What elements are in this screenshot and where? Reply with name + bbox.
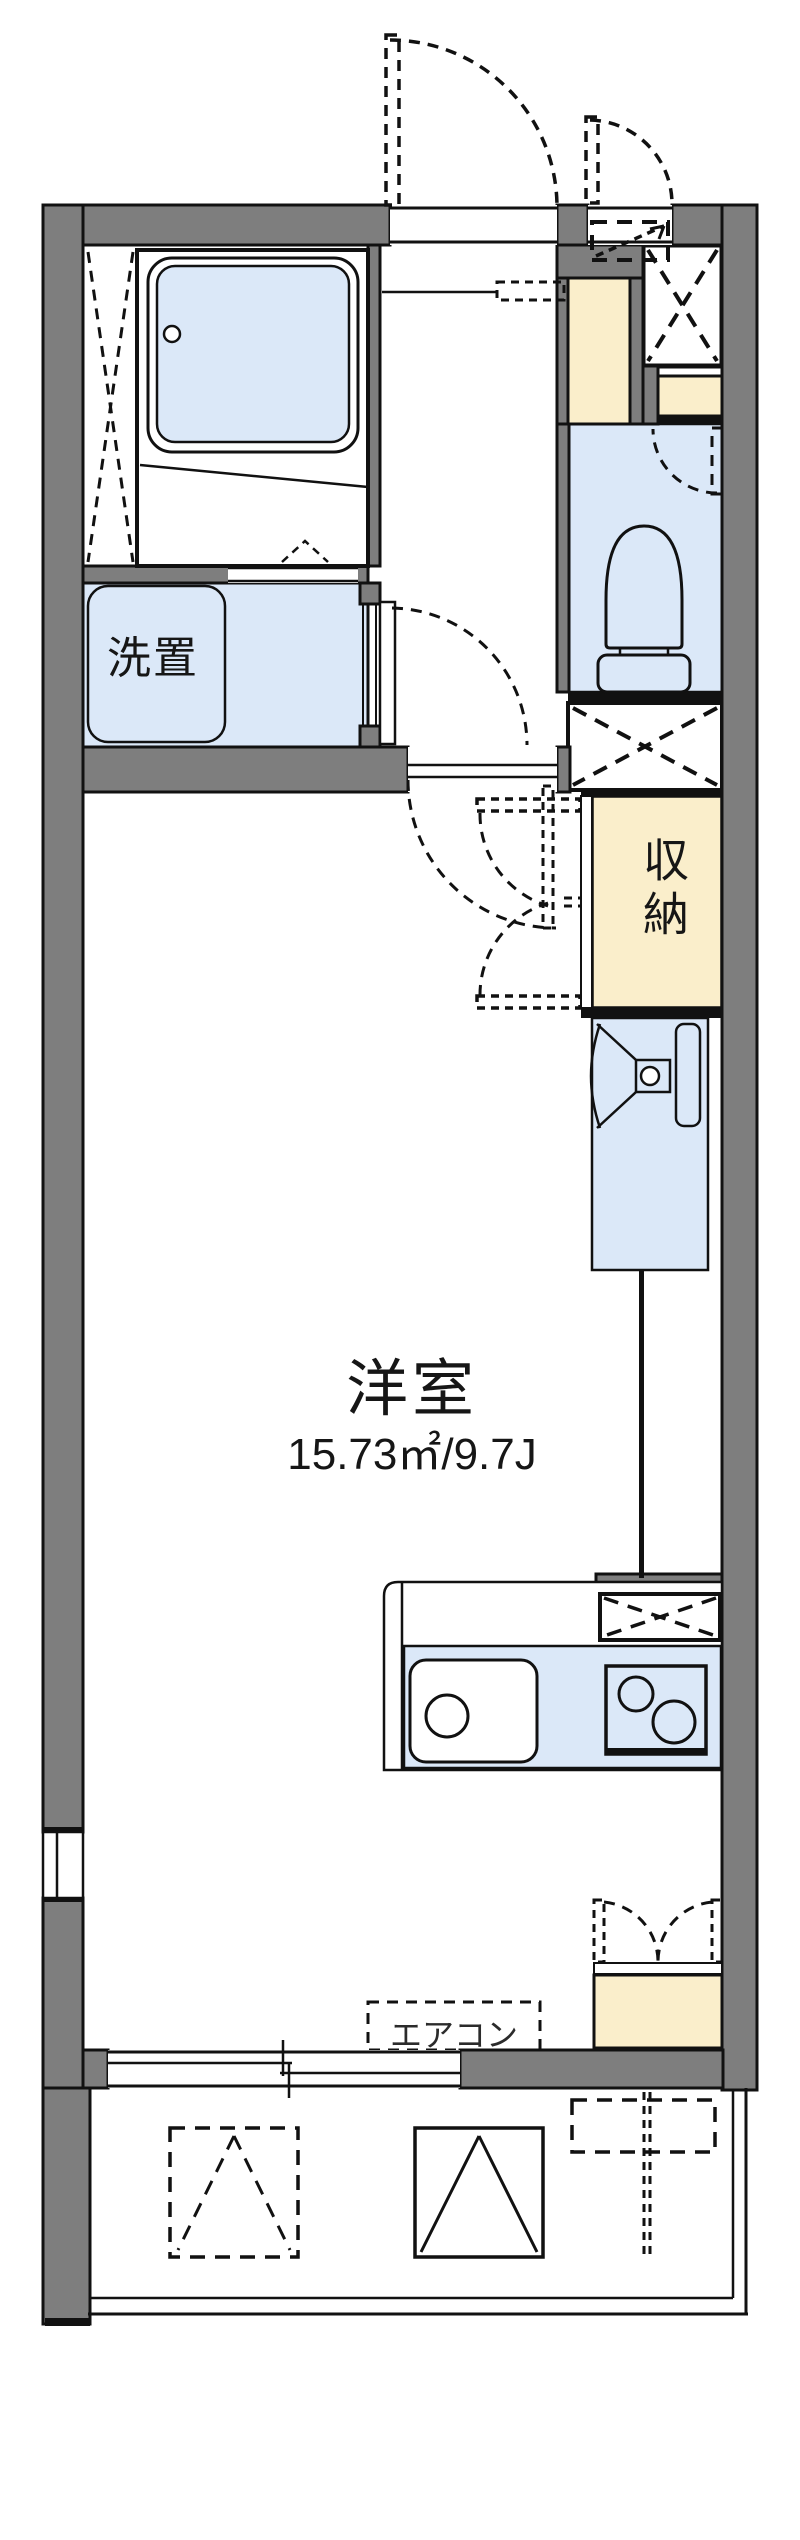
bathtub-drain-icon bbox=[162, 324, 182, 344]
washroom-door-leaf bbox=[378, 600, 397, 746]
main-window bbox=[108, 2040, 460, 2098]
storage-label: 収納 bbox=[637, 836, 689, 944]
main-room-area: 15.73㎡/9.7J bbox=[287, 1430, 537, 1479]
partition-board-icon bbox=[570, 2098, 717, 2154]
porch-door-leaf bbox=[584, 115, 600, 205]
hatch-below-icon bbox=[168, 2126, 300, 2259]
bath-door-peak-icon bbox=[281, 539, 329, 563]
entrance-opening bbox=[390, 205, 557, 245]
porch-door-swing bbox=[589, 118, 674, 205]
meter-box bbox=[590, 220, 670, 262]
main-room-label: 洋室 bbox=[345, 1355, 478, 1424]
laundry-label: 洗置 bbox=[107, 634, 199, 683]
aircon-label: エアコン bbox=[389, 2017, 518, 2053]
closet-doors bbox=[475, 784, 582, 1010]
shoe-cabinet bbox=[566, 276, 632, 426]
basin-bowl-icon bbox=[634, 1058, 672, 1094]
washbasin bbox=[589, 1022, 702, 1129]
washbasin-unit bbox=[590, 1016, 710, 1272]
escape-hatch-icon bbox=[413, 2126, 545, 2259]
openings bbox=[41, 205, 723, 1975]
closet-opening-frame bbox=[580, 795, 593, 1009]
entrance-door-leaf bbox=[384, 33, 401, 207]
entrance-step-box bbox=[495, 280, 566, 302]
heater-doors bbox=[592, 1898, 724, 1964]
balcony bbox=[88, 2088, 748, 2316]
walls bbox=[41, 203, 759, 2326]
crossed-boxes bbox=[572, 248, 719, 787]
water-heater-box bbox=[592, 1973, 724, 2050]
heater-box-frame bbox=[593, 1962, 723, 1975]
entrance-door-swing bbox=[389, 38, 559, 208]
room-door-opening bbox=[408, 747, 557, 792]
room-bases bbox=[81, 242, 725, 2050]
washroom-door-swing bbox=[391, 606, 529, 746]
sink-drain-icon bbox=[424, 1693, 470, 1739]
bath-unit-outline bbox=[135, 248, 370, 568]
toilet bbox=[596, 426, 724, 694]
washroom bbox=[86, 584, 529, 746]
toilet-tank-icon bbox=[596, 653, 692, 694]
toilet-bowl-icon bbox=[604, 524, 684, 650]
side-window bbox=[41, 1830, 85, 1900]
kitchen bbox=[382, 1580, 724, 1772]
basin-faucet-icon bbox=[639, 1065, 661, 1087]
room-door-swing bbox=[406, 779, 557, 930]
washing-machine-pan-icon bbox=[86, 584, 227, 744]
entrance bbox=[382, 33, 674, 302]
toilet-floor bbox=[567, 422, 724, 694]
small-cabinet bbox=[655, 374, 724, 418]
bathroom-door-opening bbox=[228, 566, 358, 583]
kitchen-sink-icon bbox=[408, 1658, 539, 1764]
bathroom bbox=[86, 248, 370, 568]
